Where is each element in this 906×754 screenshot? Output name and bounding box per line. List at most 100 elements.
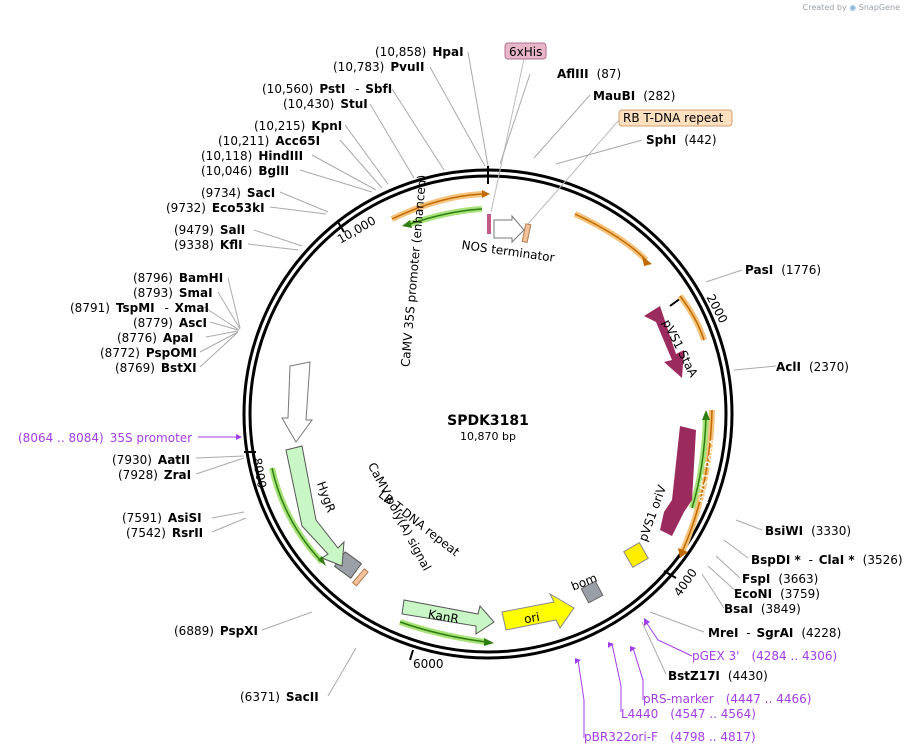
- green-arc-bottom-line: [399, 621, 487, 643]
- site-sali: (9479)SalI: [174, 223, 245, 237]
- site-tspmi-xmai: (8791)TspMI - XmaI: [70, 301, 209, 315]
- lb-tdna-marker: [351, 568, 369, 587]
- site-bstz17i: BstZ17I(4430): [668, 669, 768, 683]
- 6xhis-leader: [490, 58, 525, 213]
- site-eco53ki: (9732)Eco53kI: [166, 201, 265, 215]
- camv-35s-label: CaMV 35S promoter (enhanced): [398, 174, 429, 367]
- green-arc-bottom-head: [484, 638, 494, 646]
- primer-l4440: L4440(4547 .. 4564): [621, 707, 756, 721]
- nos-terminator-arrow: [493, 214, 525, 244]
- primer-pgex3: pGEX 3'(4284 .. 4306): [692, 649, 837, 663]
- hygr-arrow: [285, 445, 345, 567]
- primer-pbr322ori-f: pBR322ori-F(4798 .. 4817): [584, 730, 756, 744]
- site-asisi: (7591)AsiSI: [122, 511, 202, 525]
- site-leaders: [195, 51, 777, 697]
- site-afliii: AflIII(87): [557, 67, 621, 81]
- tick-10000: [337, 221, 345, 233]
- site-bsiwi: BsiWI(3330): [765, 524, 851, 538]
- site-fspi: FspI(3663): [742, 572, 818, 586]
- brand-text: SnapGene: [858, 3, 900, 12]
- site-kfli: (9338)KflI: [174, 238, 243, 252]
- nos-terminator-label: NOS terminator: [461, 238, 556, 265]
- camv-35s-arrow: [281, 361, 313, 443]
- site-sphi: SphI(442): [646, 133, 717, 147]
- tick-4000: [663, 570, 677, 579]
- site-hindiii: (10,118)HindIII: [201, 149, 303, 163]
- site-econi: EcoNI(3759): [734, 587, 820, 601]
- rb-tdna-marker: [521, 223, 532, 244]
- orange-arc-right2-head: [678, 548, 688, 558]
- pvs1-staa-arrow: [644, 306, 684, 378]
- orange-arc-right: [677, 294, 707, 341]
- green-arc-right-head: [702, 410, 710, 420]
- site-mrei-sgrai: MreI - SgrAI(4228): [708, 626, 841, 640]
- orange-arc-topright-line: [574, 213, 647, 261]
- ori-label: ori: [523, 610, 541, 626]
- tick-6000: [409, 649, 414, 661]
- pvs1-repa-arrow: [660, 426, 696, 536]
- tick-label-6000: 6000: [413, 657, 444, 671]
- site-pspxi: (6889)PspXI: [174, 624, 258, 638]
- primer-pgex-mark: [644, 618, 650, 626]
- site-bspdi-clai: BspDI * - ClaI *(3526): [751, 553, 903, 567]
- green-arc-right-line: [691, 417, 707, 509]
- site-smai: (8793)SmaI: [133, 286, 213, 300]
- rb-tdna-box: [618, 109, 733, 127]
- primer-pbr-mark: [575, 658, 581, 664]
- site-pspomi: (8772)PspOMI: [100, 346, 197, 360]
- site-acc65i: (10,211)Acc65I: [218, 134, 320, 148]
- primer-prs-marker: pRS-marker(4447 .. 4466): [643, 692, 811, 706]
- site-bstxi: (8769)BstXI: [115, 361, 197, 375]
- site-zrai: (7928)ZraI: [118, 468, 191, 482]
- rb-tdna-leader: [527, 119, 620, 225]
- site-rsrii: (7542)RsrII: [126, 526, 203, 540]
- plasmid-length: 10,870 bp: [460, 430, 516, 443]
- primer-leaders: [198, 436, 693, 738]
- rb-tdna-label: RB T-DNA repeat: [623, 111, 724, 125]
- orange-arc-top-head: [482, 190, 490, 198]
- ori-arrow: [501, 592, 575, 631]
- site-bsai: BsaI(3849): [724, 602, 801, 616]
- pvs1-oriv-box: [623, 542, 649, 568]
- site-pasi: PasI(1776): [745, 263, 821, 277]
- primer-l4440-mark: [608, 642, 614, 648]
- site-psti-sbfi: (10,560)PstI - SbfI: [262, 82, 392, 96]
- hygr-label: HygR: [314, 479, 338, 514]
- site-pvuii: (10,783)PvuII: [333, 60, 424, 74]
- site-maubi: MauBI(282): [593, 89, 675, 103]
- 6xhis-marker: [487, 214, 491, 234]
- primer-35s-promoter: (8064 .. 8084)35S promoter: [18, 431, 192, 445]
- plasmid-name: SPDK3181: [447, 413, 529, 429]
- orange-arc-top-line: [391, 193, 483, 220]
- site-bamhi: (8796)BamHI: [133, 271, 223, 285]
- green-arc-top-head: [402, 220, 412, 228]
- orange-arc-topright-head: [642, 256, 652, 266]
- primer-prs-mark: [630, 646, 636, 652]
- bom-box: [580, 580, 604, 604]
- tick-label-8000: 8000: [250, 457, 269, 490]
- 6xhis-label: 6xHis: [509, 45, 542, 59]
- site-sacii: (6371)SacII: [240, 690, 319, 704]
- site-stui: (10,430)StuI: [283, 97, 368, 111]
- kanr-label: KanR: [427, 607, 460, 626]
- snapgene-credit: Created by ◉ SnapGene: [803, 3, 900, 12]
- orange-arc-right-line: [679, 295, 705, 341]
- site-kpni: (10,215)KpnI: [254, 119, 342, 133]
- site-asci: (8779)AscI: [133, 316, 207, 330]
- site-hpai: (10,858)HpaI: [375, 45, 464, 59]
- kanr-arrow: [401, 599, 495, 635]
- green-arc-left-line: [271, 467, 323, 563]
- orange-arc-right2-line: [681, 409, 713, 553]
- site-aatii: (7930)AatII: [112, 453, 190, 467]
- primer-35s-mark: [236, 434, 242, 440]
- site-apai: (8776)ApaI: [117, 331, 193, 345]
- credit-text: Created by: [802, 3, 847, 12]
- snapgene-logo-icon: ◉: [849, 3, 857, 12]
- green-arc-left-head: [318, 556, 326, 566]
- site-saci: (9734)SacI: [201, 186, 275, 200]
- green-arc-top-line: [409, 208, 483, 225]
- site-acli: AclI(2370): [776, 360, 849, 374]
- 6xhis-box: [504, 42, 547, 60]
- site-bglii: (10,046)BglII: [201, 164, 289, 178]
